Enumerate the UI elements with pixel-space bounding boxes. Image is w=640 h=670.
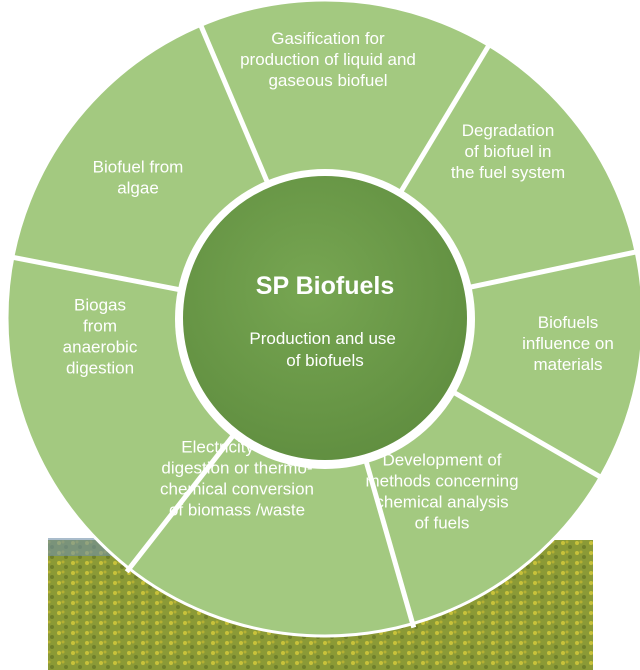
center-title: SP Biofuels (256, 272, 394, 300)
segment-label-line: chemical conversion (160, 480, 314, 499)
segment-label-chemical-analysis: Development of methods concerning chemical… (365, 451, 518, 533)
segment-label-algae: Biofuel from algae (93, 158, 184, 198)
segment-label-line: of fuels (415, 514, 470, 533)
segment-divider (124, 411, 254, 574)
segment-label-line: Biogas (74, 296, 126, 315)
ring-rim (5, 0, 640, 638)
segment-label-line: Degradation (462, 121, 555, 140)
segment-label-line: anaerobic (63, 338, 138, 357)
segment-label-line: of biofuel in (465, 142, 552, 161)
segment-label-line: Gasification for (271, 29, 385, 48)
segment-divider (196, 20, 281, 209)
segment-divider (427, 375, 606, 482)
segment-label-line: Development of (382, 451, 501, 470)
segment-label-line: influence on (522, 334, 614, 353)
segment-label-line: Biofuel from (93, 158, 184, 177)
segment-label-line: digestion (66, 359, 134, 378)
segment-label-line: production of liquid and (240, 50, 416, 69)
segment-label-line: methods concerning (365, 472, 518, 491)
segment-label-materials: Biofuels influence on materials (522, 313, 614, 374)
segment-label-line: from (83, 317, 117, 336)
segment-label-line: digestion or thermo- (161, 459, 312, 478)
center-hub: SP Biofuels Production and use of biofue… (175, 169, 475, 469)
center-subtitle-line: Production and use (249, 329, 396, 348)
segment-gasification (200, 0, 489, 319)
segment-label-line: of biomass /waste (169, 501, 305, 520)
segment-label-line: chemical analysis (375, 493, 508, 512)
segment-label-biogas: Biogas from anaerobic digestion (63, 296, 138, 378)
segment-label-degradation: Degradation of biofuel in the fuel system (451, 121, 565, 182)
segment-label-gasification: Gasification for production of liquid and… (240, 29, 416, 90)
center-subtitle-line: of biofuels (286, 351, 364, 370)
center-subtitle: Production and use of biofuels (249, 329, 400, 370)
segment-divider (384, 40, 493, 217)
segment-divider (8, 254, 208, 298)
segment-label-line: the fuel system (451, 163, 565, 182)
segment-divider (441, 248, 640, 296)
segment-divider (355, 432, 417, 629)
segment-label-line: gaseous biofuel (268, 71, 387, 90)
segment-label-line: materials (534, 355, 603, 374)
segment-label-line: Biofuels (538, 313, 598, 332)
segment-label-line: algae (117, 179, 159, 198)
